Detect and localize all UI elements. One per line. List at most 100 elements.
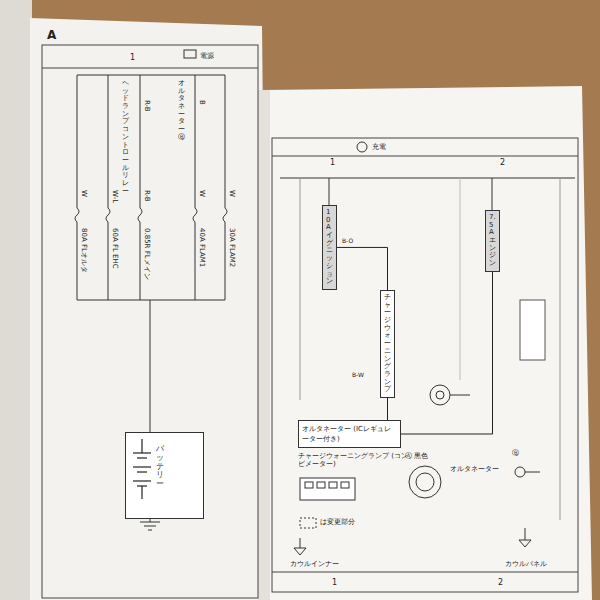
- wire-label: W: [198, 190, 206, 197]
- wire: [195, 222, 196, 300]
- wire: [225, 75, 226, 208]
- wire: [108, 222, 109, 300]
- wire: [329, 178, 330, 205]
- wire-label: W: [228, 190, 236, 197]
- diagram-label: B-O: [342, 238, 353, 245]
- diagram-label: は変更部分: [320, 518, 355, 526]
- component-name: バッテリー: [156, 445, 164, 489]
- wire-line: [337, 247, 388, 290]
- diagram-label: Ⓐ 黒色: [405, 452, 428, 460]
- connector-pin: [317, 482, 325, 488]
- diagram-label: B-W: [352, 372, 364, 379]
- wire: [77, 222, 78, 300]
- battery-plate: [137, 471, 147, 472]
- wire-line: [401, 272, 493, 434]
- alternator-pulley: [430, 385, 450, 405]
- connector-face: [300, 478, 355, 500]
- diagram-label: 1: [330, 158, 335, 167]
- wire: [300, 178, 301, 400]
- diagram-label: カウルインナー: [290, 560, 339, 568]
- ring-terminal: [515, 467, 525, 477]
- right-page: [264, 86, 592, 600]
- column-bar-line: [272, 572, 578, 573]
- wire-label: 0.85R FLメイン: [143, 228, 151, 280]
- wire-label: W: [80, 190, 88, 197]
- wire-label: R-B: [143, 100, 151, 112]
- spine-shadow: [258, 90, 270, 600]
- diagram-label: A: [47, 29, 56, 43]
- battery-symbol: [129, 439, 155, 499]
- component-name: チャージウォーニングランプ: [384, 294, 391, 394]
- component-name: オルタネーター (ICレギュレーター付き): [302, 424, 397, 444]
- wire: [525, 528, 526, 540]
- relay-box: [520, 300, 545, 360]
- charging-icon: [357, 142, 367, 152]
- round-connector: [409, 466, 441, 498]
- fusible-link-symbol: [193, 208, 197, 222]
- component-name: 7.5A エンジン: [489, 214, 496, 268]
- diagram-label: チャージウォーニングランプ (コンビメーター): [298, 452, 410, 468]
- battery-icon: [184, 50, 196, 58]
- right-frame: [272, 138, 578, 592]
- ground-symbol: [148, 530, 152, 531]
- connector-pin: [305, 482, 313, 488]
- diagram-label: 2: [498, 578, 503, 587]
- wire-label: 40A FLAM1: [198, 228, 206, 267]
- component-box: 7.5A エンジン: [485, 210, 500, 272]
- wire: [77, 75, 78, 208]
- wire-connector: [337, 247, 388, 290]
- diagram-label: 2: [500, 158, 505, 167]
- ground-symbol: [144, 526, 156, 527]
- battery-plate: [137, 457, 147, 458]
- fusible-link-symbol: [75, 208, 79, 222]
- connector-pin: [341, 482, 349, 488]
- wire-label: 80A FLオルタ: [80, 228, 88, 273]
- wire: [150, 300, 151, 432]
- wire-label: B: [198, 100, 206, 105]
- wire: [225, 222, 226, 300]
- diagram-label: 充電: [372, 143, 386, 151]
- wire-label: W-L: [111, 190, 119, 203]
- component-box: チャージウォーニングランプ: [380, 290, 395, 398]
- wire: [280, 178, 575, 179]
- wire: [300, 538, 301, 548]
- connector-pin: [329, 482, 337, 488]
- alternator-terminal: [450, 395, 470, 396]
- wire: [77, 300, 225, 301]
- battery-plate: [141, 486, 142, 499]
- diagram-label: Ⓑ: [512, 449, 519, 457]
- wire: [195, 75, 196, 208]
- left-page: [30, 18, 268, 600]
- wire: [140, 75, 141, 208]
- ground-symbol: [519, 540, 531, 547]
- wire-label: R-B: [143, 190, 151, 202]
- ring-terminal: [525, 472, 540, 473]
- component-name: 10A イグニッション: [326, 209, 333, 286]
- wire-connector: [401, 272, 493, 434]
- wire-line: [387, 398, 388, 420]
- wire-connector: [387, 398, 388, 420]
- wire: [492, 178, 493, 210]
- ground-symbol: [140, 522, 160, 523]
- diagram-label: 1: [130, 53, 135, 62]
- round-connector: [416, 473, 434, 491]
- battery-plate: [141, 439, 142, 453]
- wire-label: 60A FL EHC: [111, 228, 119, 269]
- diagram-label: カウルパネル: [505, 560, 547, 568]
- page-stack: [0, 0, 32, 600]
- changed-part-marker: [300, 518, 316, 528]
- title-bar-line: [42, 68, 258, 69]
- diagram-label: オルタネーター: [450, 465, 499, 473]
- wire: [77, 75, 225, 76]
- component-box: 10A イグニッション: [322, 205, 337, 290]
- alternator-pulley: [436, 391, 444, 399]
- title-bar-line: [272, 156, 578, 157]
- left-frame: [42, 45, 258, 598]
- fusible-link-symbol: [106, 208, 110, 222]
- battery-plate: [133, 466, 151, 467]
- ground-symbol: [294, 548, 306, 555]
- diagram-label: ヘッドランプコントロールリレー: [122, 80, 129, 195]
